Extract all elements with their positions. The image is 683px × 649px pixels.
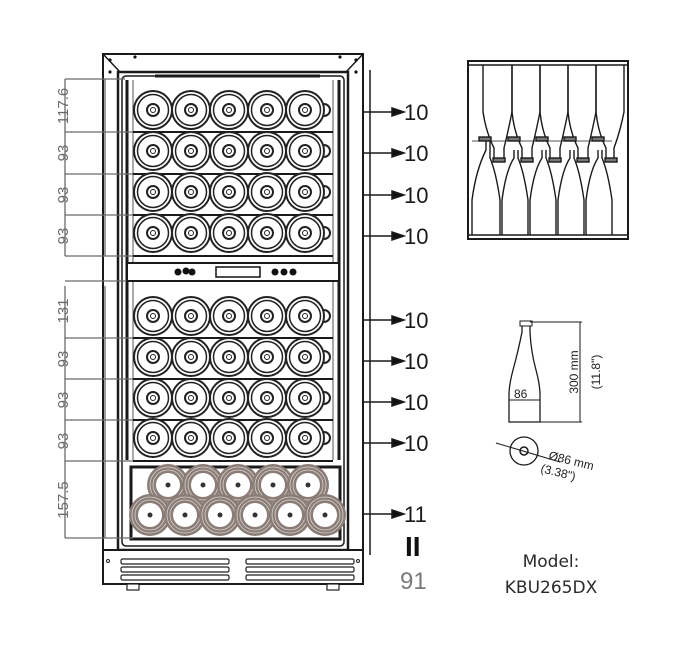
bottom-rack — [128, 463, 347, 541]
model-info: Model: KBU265DX — [496, 549, 606, 601]
dimension-label: 93 — [55, 145, 72, 162]
dimension-label: 93 — [55, 392, 72, 409]
bottle-width-label: 86 — [514, 387, 528, 401]
bottle-outline — [508, 321, 541, 423]
left-dimension-lines — [64, 78, 133, 539]
bottle-height-inches: (11.8") — [589, 355, 603, 390]
shelf-row — [133, 213, 333, 257]
total-capacity: 91 — [400, 568, 427, 595]
bottle-count: 10 — [404, 141, 428, 166]
shelf-row — [133, 418, 333, 462]
shelf-row — [133, 131, 333, 175]
dimension-label: 93 — [55, 433, 72, 450]
bottle-count: 10 — [404, 224, 428, 249]
bottle-count: 10 — [404, 390, 428, 415]
shelf-row — [133, 296, 333, 339]
bottle-spec-drawing: 86 300 mm (11.8") Ø86 mm (3.38") — [495, 320, 603, 484]
shelf-row — [133, 337, 333, 380]
dimension-label: 93 — [55, 187, 72, 204]
bottle-height-label: 300 mm — [567, 350, 581, 393]
bottle-count: 10 — [404, 431, 428, 456]
shelf-bottle-counts: 10 10 10 10 10 10 10 10 11 II 91 — [400, 100, 428, 595]
upper-zone-shelves — [133, 90, 333, 257]
dimension-label: 131 — [55, 298, 72, 323]
equals-sign: II — [405, 531, 421, 562]
dimension-label: 157.5 — [55, 481, 72, 519]
shelf-row — [133, 378, 333, 421]
dimension-label: 93 — [55, 351, 72, 368]
bottle-count: 10 — [404, 349, 428, 374]
dimension-label: 117.6 — [55, 88, 72, 124]
dimension-label: 93 — [55, 228, 72, 245]
kickplate-vent — [102, 549, 364, 591]
right-count-leaders — [362, 70, 407, 555]
bottle-count: 10 — [404, 183, 428, 208]
bottle-count: 10 — [404, 308, 428, 333]
bottle-count: 10 — [404, 100, 428, 125]
control-panel — [126, 262, 340, 282]
shelf-row — [133, 90, 333, 133]
shelf-dimension-labels: 117.6 93 93 93 131 93 93 93 157.5 — [55, 88, 72, 519]
model-label: Model: — [522, 552, 580, 572]
shelf-row — [133, 172, 333, 216]
shelf-side-view — [467, 60, 629, 240]
model-number: KBU265DX — [504, 578, 598, 598]
lower-zone-shelves — [133, 296, 333, 462]
bottle-count: 11 — [404, 502, 427, 527]
